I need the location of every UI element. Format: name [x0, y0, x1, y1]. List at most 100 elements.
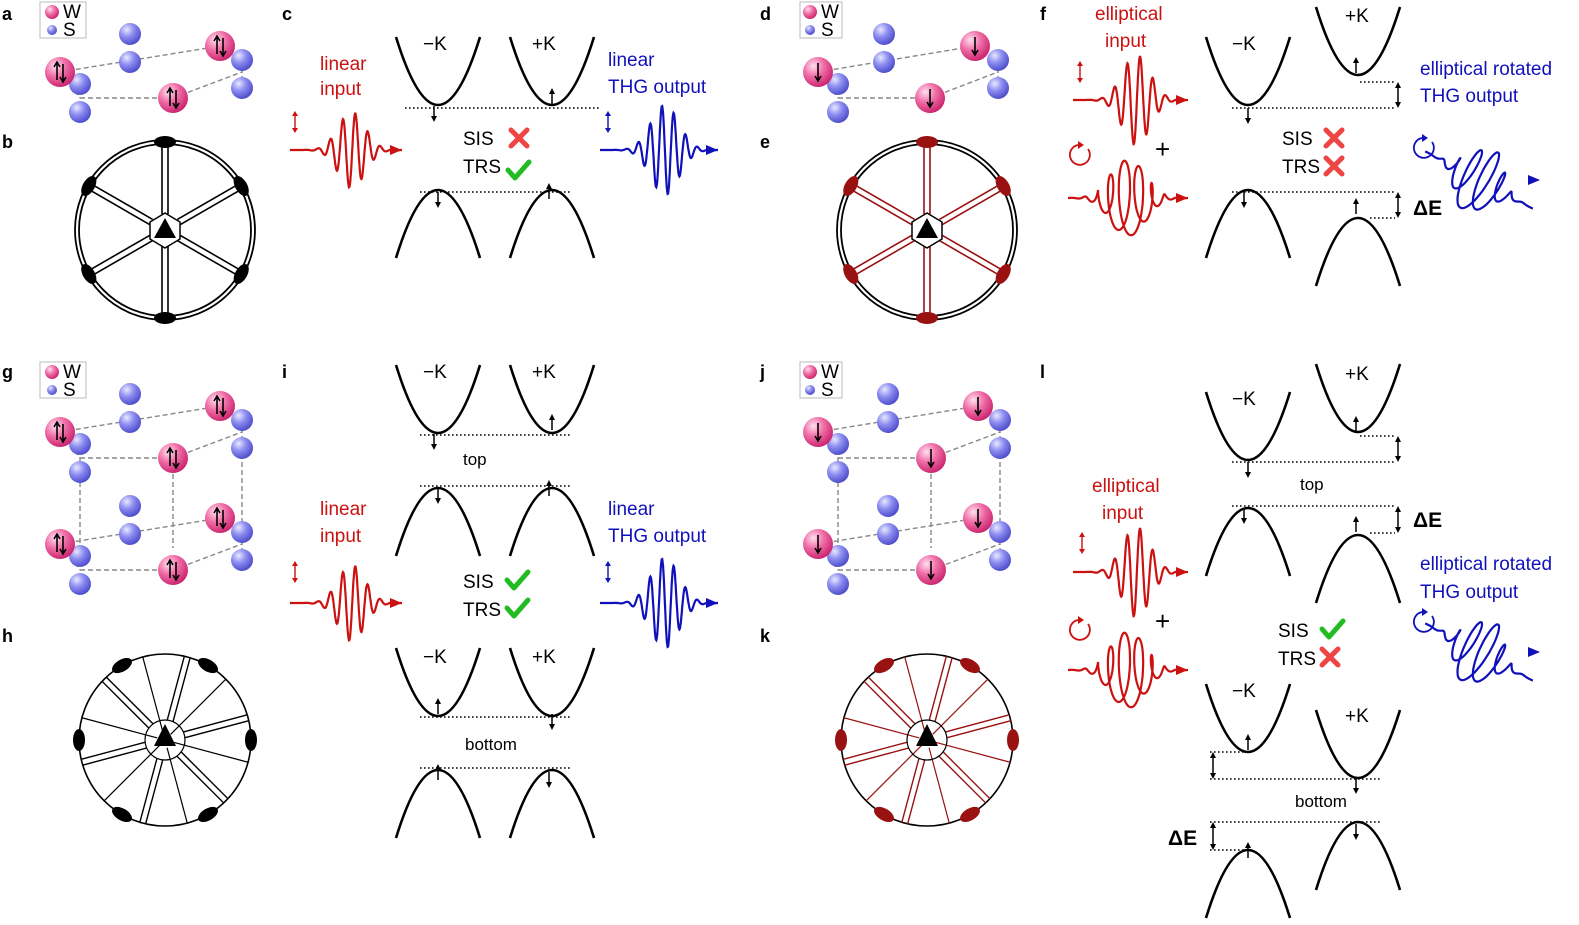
polarization-double-arrow	[605, 111, 611, 133]
s-atom	[231, 77, 253, 99]
s-atom	[231, 521, 253, 543]
wave-packet	[290, 565, 402, 643]
i-input-pulse	[290, 561, 402, 643]
valence-band	[508, 769, 596, 839]
arrow-head	[292, 111, 298, 116]
spin-up-arrow	[1245, 734, 1251, 750]
mirror-planes	[850, 144, 1004, 316]
spin-up-head	[213, 506, 221, 514]
c-sis-label: SIS	[463, 129, 494, 150]
mirror-plane-line	[172, 657, 191, 722]
cross-icon	[508, 127, 530, 149]
double-arrow	[1395, 82, 1401, 108]
f-input-label-2: input	[1105, 31, 1147, 52]
i-output-label-2: THG output	[608, 526, 707, 547]
arrow-head	[549, 724, 555, 730]
s-atom	[989, 409, 1011, 431]
c2-axis-markers	[843, 136, 1011, 324]
mirror-plane-line	[176, 183, 239, 221]
helical-packet	[1424, 620, 1534, 683]
panel-label-e: e	[760, 132, 770, 152]
legend-box	[799, 1, 843, 39]
circular-polarization-icon	[1069, 616, 1091, 641]
l-valley-plus-top: +K	[1345, 364, 1369, 385]
arrow-head	[431, 116, 437, 122]
conduction-band	[508, 36, 596, 106]
w-atom	[45, 57, 75, 87]
mirror-plane-line	[928, 747, 950, 824]
legend-w-atom	[803, 365, 817, 379]
spin-up-arrow	[546, 480, 552, 496]
arrow-head	[546, 183, 552, 189]
conduction-band	[394, 36, 482, 106]
arrow-head	[1353, 198, 1359, 204]
mirror-planes	[88, 144, 242, 316]
s-atom	[989, 437, 1011, 459]
arrow-head	[605, 128, 611, 133]
i-valley-minus-bottom: −K	[423, 647, 447, 668]
mirror-plane-line	[945, 714, 1010, 733]
panel-b-symmetry-diagram	[74, 136, 256, 324]
mirror-plane-line	[842, 741, 908, 761]
f-valley-plus: +K	[1345, 6, 1369, 27]
mirror-plane-line	[139, 758, 158, 823]
spin-up-head	[53, 532, 61, 540]
mirror-planes	[80, 655, 250, 825]
cross-stroke	[1323, 127, 1345, 149]
c2-axis-ellipse	[1007, 729, 1019, 751]
l-delta-e-top: ΔE	[1413, 509, 1442, 532]
arrow-head	[1395, 192, 1401, 198]
double-arrow	[1395, 436, 1401, 462]
s-atom	[987, 77, 1009, 99]
legend-w-label: W	[821, 362, 839, 383]
arrow-head	[1245, 472, 1251, 478]
f-circular-pulse	[1068, 141, 1188, 237]
mirror-plane-line	[853, 239, 916, 277]
i-input-label-1: linear	[320, 499, 367, 520]
c2-axis-ellipse	[843, 176, 859, 196]
spin-down-head	[927, 461, 935, 469]
spin-up-arrow	[549, 414, 555, 430]
spin-down-arrow	[1245, 108, 1251, 124]
mirror-plane-line	[80, 741, 146, 761]
l-valley-minus-bottom: −K	[1232, 681, 1256, 702]
mirror-plane-line	[865, 745, 922, 802]
arc-arrowhead	[1422, 134, 1428, 142]
arrow-head	[605, 578, 611, 583]
s-atom	[231, 49, 253, 71]
panel-g-bilayer-lattice: W S	[39, 361, 253, 595]
c-bands	[394, 36, 600, 259]
legend-w-atom	[803, 5, 817, 19]
helical-packet	[1068, 631, 1188, 709]
conduction-band	[394, 364, 482, 434]
mirror-plane-line	[843, 717, 920, 739]
conduction-band	[508, 364, 596, 434]
s-atom	[119, 51, 141, 73]
panel-label-g: g	[2, 362, 13, 382]
mirror-plane-line	[88, 234, 151, 272]
arrow-head	[1245, 118, 1251, 124]
cross-icon	[1323, 155, 1345, 177]
s-atom	[231, 549, 253, 571]
arrow-head	[1353, 834, 1359, 840]
circle-arc	[1413, 611, 1435, 633]
w-atom	[158, 83, 188, 113]
conduction-band	[1204, 391, 1292, 461]
c-output-label-1: linear	[608, 50, 655, 71]
wave-arrowhead	[706, 145, 718, 155]
double-arrow	[1210, 752, 1216, 779]
wave-packet	[1073, 55, 1188, 147]
c2-axis-ellipse	[154, 312, 176, 324]
spin-down-head	[814, 435, 822, 443]
l-input-label-1: elliptical	[1092, 476, 1160, 497]
mirror-planes	[842, 655, 1012, 825]
wave-packet	[1073, 527, 1188, 619]
spin-down-arrow	[435, 488, 441, 504]
wave-arrowhead	[706, 598, 718, 608]
arrow-head	[292, 578, 298, 583]
s-atom	[989, 521, 1011, 543]
c2-axis-ellipse	[916, 312, 938, 324]
i-symmetry-marks	[504, 569, 531, 619]
panel-a-monolayer-lattice: W S	[39, 1, 253, 123]
s-atom	[119, 411, 141, 433]
